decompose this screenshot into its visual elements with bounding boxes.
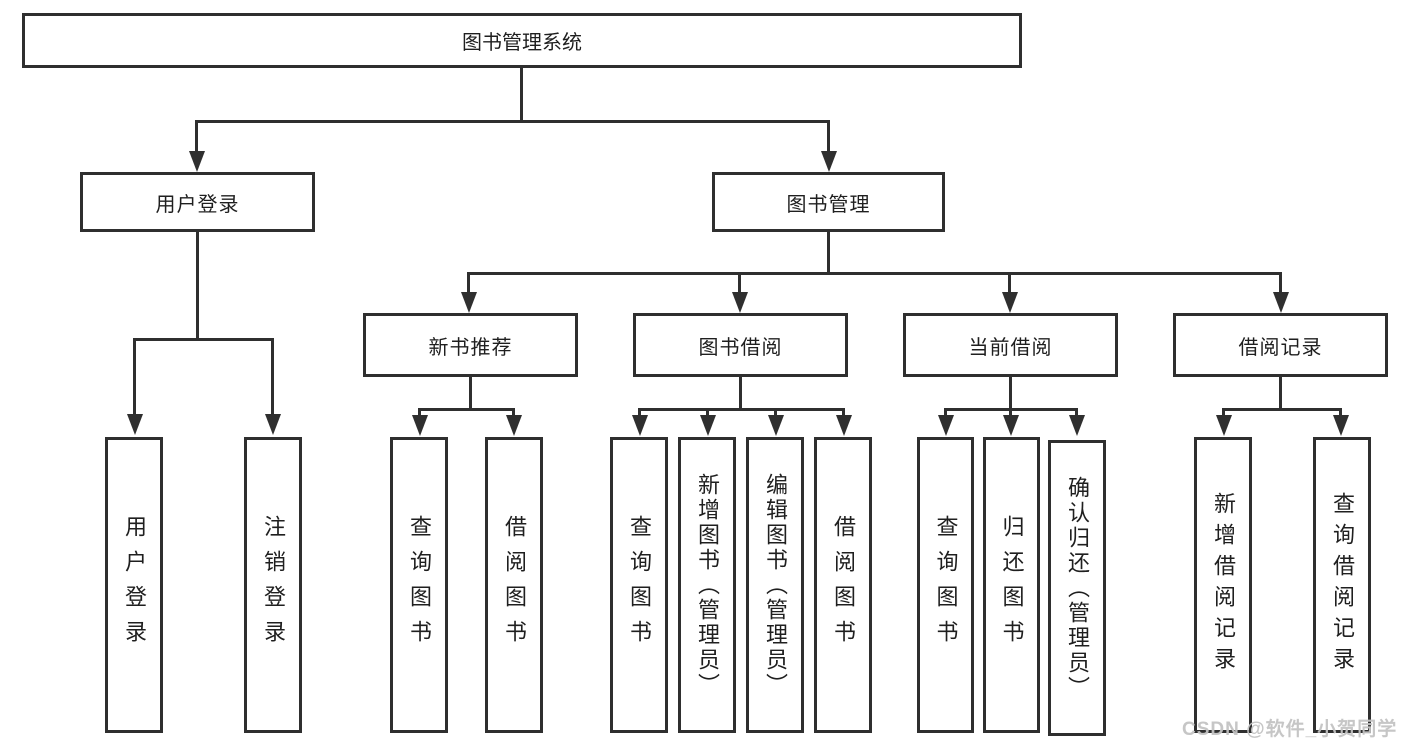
arrow-down-icon	[1333, 415, 1349, 436]
connector-line	[467, 272, 470, 294]
connector-line	[418, 408, 515, 411]
arrow-down-icon	[632, 415, 648, 436]
arrow-down-icon	[1216, 415, 1232, 436]
connector-line	[1222, 408, 1341, 411]
node-current-borrowing: 当前借阅	[903, 313, 1118, 377]
connector-line	[1008, 272, 1011, 294]
node-label: 用户登录	[155, 193, 240, 216]
arrow-down-icon	[412, 415, 428, 436]
connector-line	[638, 408, 641, 417]
arrow-down-icon	[1002, 292, 1018, 313]
arrow-down-icon	[1003, 415, 1019, 436]
connector-line	[467, 272, 1282, 275]
connector-line	[1009, 408, 1012, 417]
node-label: 新书推荐	[428, 336, 513, 359]
connector-line	[195, 120, 198, 153]
arrow-down-icon	[1273, 292, 1289, 313]
node-label: 查询借阅记录	[1330, 492, 1355, 678]
connector-line	[195, 120, 830, 123]
arrow-down-icon	[506, 415, 522, 436]
node-label: 确认归还（管理员）	[1065, 475, 1090, 701]
node-user-login: 用户登录	[80, 172, 315, 232]
arrow-down-icon	[127, 414, 143, 435]
leaf-confirm-return-admin: 确认归还（管理员）	[1048, 440, 1106, 736]
node-label: 编辑图书（管理员）	[763, 472, 788, 698]
connector-line	[1339, 408, 1342, 417]
leaf-query-books-recommend: 查询图书	[390, 437, 448, 733]
arrow-down-icon	[700, 415, 716, 436]
connector-line	[133, 338, 136, 416]
node-label: 注销登录	[261, 515, 286, 655]
arrow-down-icon	[1069, 415, 1085, 436]
leaf-borrow-books: 借阅图书	[814, 437, 872, 733]
arrow-down-icon	[768, 415, 784, 436]
node-label: 用户登录	[122, 515, 147, 655]
node-label: 归还图书	[999, 515, 1025, 655]
node-label: 新增借阅记录	[1211, 492, 1236, 678]
connector-line	[1279, 377, 1282, 408]
node-label: 查询图书	[627, 515, 652, 655]
connector-line	[706, 408, 709, 417]
leaf-query-borrow-record: 查询借阅记录	[1313, 437, 1371, 733]
node-label: 图书借阅	[698, 336, 783, 359]
connector-line	[271, 338, 274, 416]
arrow-down-icon	[938, 415, 954, 436]
connector-line	[738, 272, 741, 294]
node-book-management: 图书管理	[712, 172, 945, 232]
node-book-borrowing: 图书借阅	[633, 313, 848, 377]
arrow-down-icon	[461, 292, 477, 313]
node-label: 图书管理	[786, 193, 871, 216]
connector-line	[739, 377, 742, 408]
arrow-down-icon	[821, 151, 837, 172]
leaf-add-books-admin: 新增图书（管理员）	[678, 437, 736, 733]
node-new-book-recommendation: 新书推荐	[363, 313, 578, 377]
leaf-query-books-borrowing: 查询图书	[610, 437, 668, 733]
connector-line	[520, 68, 523, 120]
node-label: 借阅记录	[1238, 336, 1323, 359]
node-library-management-system: 图书管理系统	[22, 13, 1022, 68]
node-label: 借阅图书	[831, 515, 856, 655]
connector-line	[418, 408, 421, 417]
connector-line	[133, 338, 274, 341]
connector-line	[1009, 377, 1012, 408]
node-label: 查询图书	[407, 515, 432, 655]
node-label: 新增图书（管理员）	[695, 472, 720, 698]
connector-line	[469, 377, 472, 408]
node-label: 查询图书	[933, 515, 959, 655]
leaf-query-books-current: 查询图书	[917, 437, 974, 733]
arrow-down-icon	[732, 292, 748, 313]
connector-line	[1222, 408, 1225, 417]
node-borrowing-records: 借阅记录	[1173, 313, 1388, 377]
connector-line	[196, 232, 199, 338]
connector-line	[512, 408, 515, 417]
connector-line	[827, 232, 830, 272]
node-label: 当前借阅	[968, 336, 1053, 359]
leaf-add-borrow-record: 新增借阅记录	[1194, 437, 1252, 733]
node-label: 图书管理系统	[462, 32, 582, 54]
leaf-return-books: 归还图书	[983, 437, 1040, 733]
arrow-down-icon	[265, 414, 281, 435]
connector-line	[944, 408, 947, 417]
connector-line	[842, 408, 845, 417]
leaf-borrow-books-recommend: 借阅图书	[485, 437, 543, 733]
connector-line	[638, 408, 845, 411]
csdn-watermark: CSDN @软件_小贺同学	[1182, 719, 1398, 740]
leaf-logout-login: 注销登录	[244, 437, 302, 733]
node-label: 借阅图书	[502, 515, 527, 655]
arrow-down-icon	[189, 151, 205, 172]
leaf-user-login: 用户登录	[105, 437, 163, 733]
leaf-edit-books-admin: 编辑图书（管理员）	[746, 437, 804, 733]
arrow-down-icon	[836, 415, 852, 436]
connector-line	[1279, 272, 1282, 294]
connector-line	[774, 408, 777, 417]
connector-line	[1075, 408, 1078, 417]
connector-line	[827, 120, 830, 153]
